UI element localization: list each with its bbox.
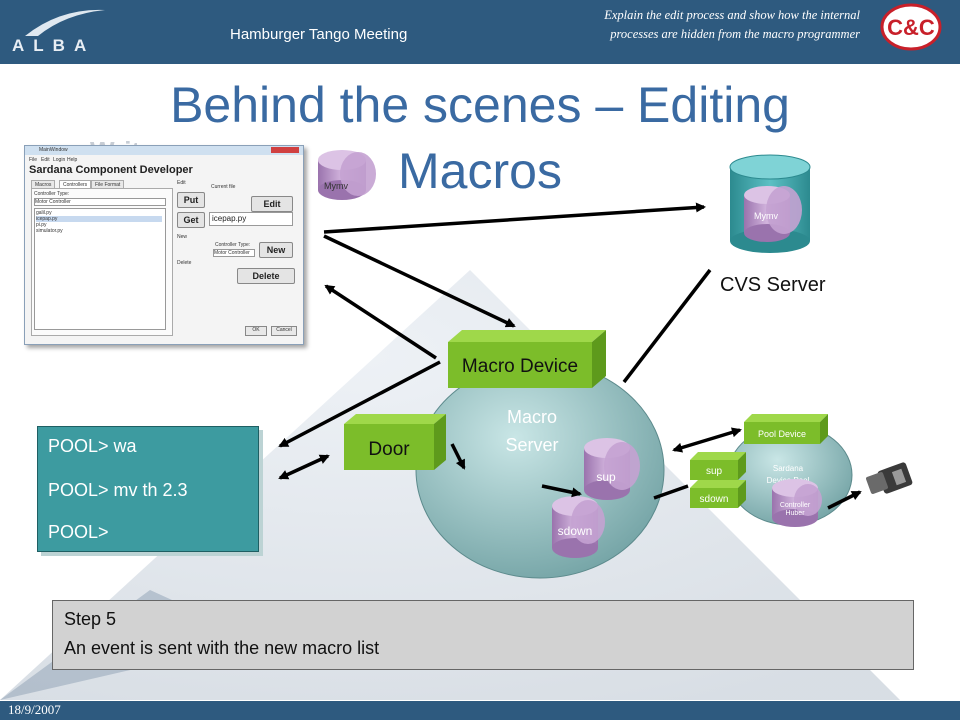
alba-logo-text: ALBA	[12, 36, 96, 55]
delete-section-label: Delete	[177, 260, 192, 266]
macro-server-label-1: Macro	[507, 407, 557, 427]
pool-sup-box	[690, 460, 738, 480]
macro-server-label-2: Server	[505, 435, 558, 455]
console-line: POOL> mv th 2.3	[48, 480, 188, 500]
cc-logo: C&C	[880, 2, 942, 52]
pool-sdown-side	[738, 480, 746, 508]
line-macro-server-to-cvs	[622, 268, 712, 384]
get-button[interactable]: Get	[177, 212, 205, 228]
menu-file[interactable]: File	[29, 157, 38, 163]
new-section-label: New	[177, 234, 188, 240]
pool-sup-label: sup	[706, 466, 723, 477]
ok-button[interactable]: OK	[245, 326, 267, 336]
arrow-door-to-macro-server	[450, 443, 466, 470]
step-description: An event is sent with the new macro list	[64, 638, 380, 658]
arrow-macro-server-to-pool-device	[672, 427, 742, 453]
sdown-macro-cylinder	[552, 496, 605, 558]
door-top	[344, 414, 446, 424]
sdown-macro-label: sdown	[558, 524, 593, 538]
controller-label-2: Huber	[785, 510, 805, 517]
pool-sup-side	[738, 452, 746, 480]
file-item[interactable]: simulator.py	[36, 228, 63, 234]
macro-device-label: Macro Device	[462, 356, 578, 377]
controller-label-1: Controller	[780, 502, 811, 509]
door-label: Door	[368, 439, 410, 460]
window-titlebar	[25, 146, 303, 155]
file-item[interactable]: pi.py	[36, 222, 47, 228]
cancel-button[interactable]: Cancel	[271, 326, 297, 336]
delete-button[interactable]: Delete	[237, 268, 295, 284]
arrow-macro-device-to-screenshot	[324, 284, 437, 360]
app-screenshot: MainWindow File Edit Login Help Sardana …	[24, 145, 304, 345]
new-controller-type-select[interactable]: Motor Controller	[213, 249, 255, 257]
macro-device-side	[592, 330, 606, 388]
pool-sdown-label: sdown	[700, 494, 729, 505]
arrow-to-sdown	[541, 484, 582, 498]
door-box	[344, 424, 434, 470]
motor-image	[866, 462, 913, 494]
console-line: POOL>	[48, 522, 109, 542]
new-button[interactable]: New	[259, 242, 293, 258]
pool-device-side	[820, 414, 828, 444]
file-item[interactable]: icepap.py	[36, 216, 162, 222]
cvs-server-label: CVS Server	[720, 274, 826, 296]
line-macro-server-to-pool	[653, 484, 689, 500]
sardana-pool-label-1: Sardana	[773, 464, 804, 473]
sup-macro-cylinder	[584, 438, 640, 500]
current-file-field[interactable]: icepap.py	[209, 212, 293, 226]
edit-button[interactable]: Edit	[251, 196, 293, 212]
cvs-server-cylinder	[729, 154, 811, 253]
menu-edit[interactable]: Edit	[41, 157, 50, 163]
mymv-cvs-label: Mymv	[754, 211, 778, 221]
file-item[interactable]: galil.py	[36, 210, 52, 216]
menu-login[interactable]: Login	[53, 157, 66, 163]
console-line: POOL> wa	[48, 436, 137, 456]
cc-logo-text: C&C	[887, 15, 935, 40]
file-list[interactable]	[34, 208, 166, 330]
edit-section-label: Edit	[177, 180, 186, 186]
pool-sdown-box	[690, 488, 738, 508]
mymv-floating-cylinder	[318, 150, 376, 200]
meeting-title: Hamburger Tango Meeting	[230, 26, 408, 43]
arrow-screenshot-to-cvs	[323, 202, 706, 234]
pool-device-top	[744, 414, 828, 422]
header-bar	[0, 0, 960, 64]
new-controller-type-label: Controller Type:	[215, 242, 251, 248]
arrow-macro-device-to-console	[278, 360, 441, 448]
footer-date: 18/9/2007	[8, 702, 61, 717]
macro-device-box	[448, 342, 592, 388]
door-side	[434, 414, 446, 470]
window-title: MainWindow	[39, 147, 68, 153]
pool-sup-top	[690, 452, 746, 460]
pool-device-box	[744, 422, 820, 444]
arrow-console-door	[278, 454, 330, 480]
sup-macro-label: sup	[596, 470, 616, 484]
slide-title: Behind the scenes – Editing Macros	[170, 77, 790, 199]
pool-console	[37, 426, 259, 552]
pool-sdown-top	[690, 480, 746, 488]
pool-device-label: Pool Device	[758, 429, 806, 439]
footer-bar	[0, 701, 960, 720]
window-close-icon[interactable]	[271, 147, 299, 153]
step-title: Step 5	[64, 609, 117, 629]
arrow-screenshot-to-macro-device	[323, 234, 516, 328]
step-box	[52, 600, 914, 670]
mymv-floating-label: Mymv	[324, 181, 348, 191]
arrow-controller-to-motor	[827, 490, 862, 510]
speaker-note: Explain the edit process and show how th…	[604, 8, 860, 41]
controller-cylinder	[772, 479, 822, 527]
put-button[interactable]: Put	[177, 192, 205, 208]
controller-type-label: Controller Type:	[34, 191, 70, 197]
alba-logo-icon	[25, 9, 105, 36]
menu-help[interactable]: Help	[67, 157, 78, 163]
controller-type-select[interactable]: Motor Controller	[34, 198, 166, 206]
app-title: Sardana Component Developer	[29, 164, 193, 176]
current-file-label: Current file	[211, 184, 236, 190]
macro-device-top	[448, 330, 606, 342]
